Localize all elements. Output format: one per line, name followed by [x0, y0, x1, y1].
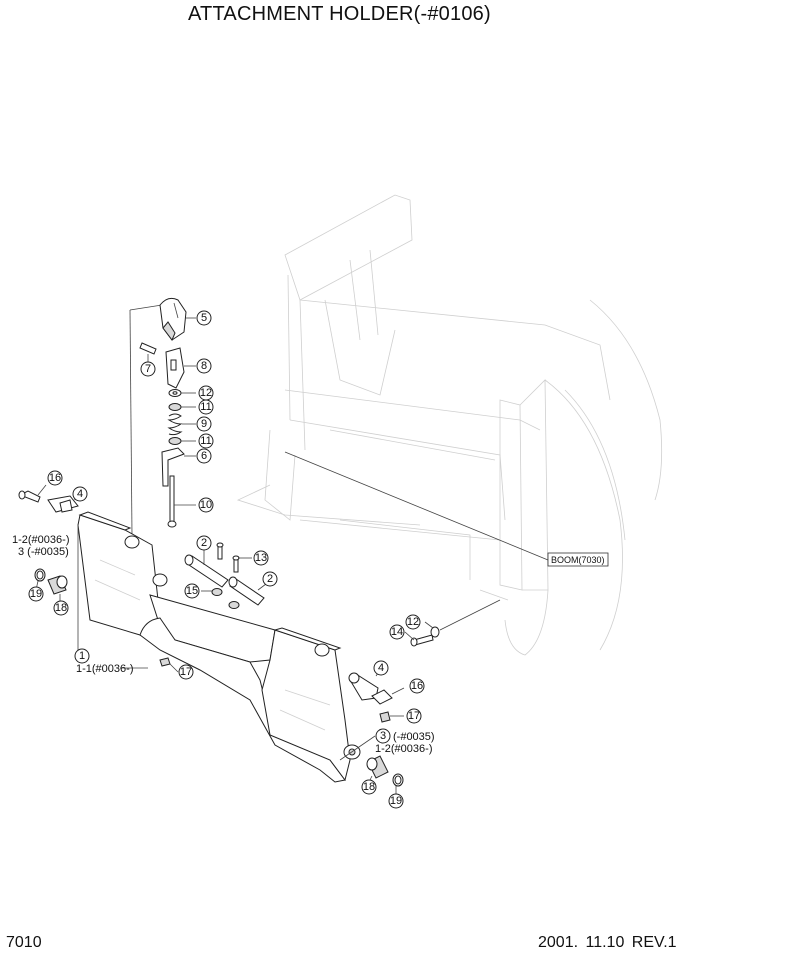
svg-text:19: 19 — [30, 588, 42, 600]
callout-16-left: 16 — [47, 470, 63, 486]
part-2-pin-lower — [228, 576, 267, 606]
svg-text:15: 15 — [186, 585, 198, 597]
callout-18-right: 18 — [361, 779, 377, 795]
part-5-latch-head — [159, 297, 196, 341]
svg-text:8: 8 — [201, 360, 207, 372]
part-13-bolts — [216, 542, 252, 573]
part-18-bushing-right — [366, 755, 389, 781]
svg-text:16: 16 — [49, 472, 61, 484]
callout-12-right: 12 — [405, 614, 421, 630]
part-4-pin-left — [47, 494, 79, 513]
svg-text:2: 2 — [267, 573, 273, 585]
part-12-washer-right — [424, 621, 440, 638]
svg-text:4: 4 — [77, 488, 83, 500]
callout-11-bottom: 11 — [198, 433, 214, 449]
boom-frame-ghost — [236, 194, 663, 656]
svg-text:11: 11 — [200, 435, 211, 447]
svg-text:2: 2 — [201, 537, 207, 549]
callout-7: 7 — [140, 361, 156, 377]
svg-text:16: 16 — [411, 680, 423, 692]
part-6-handle — [161, 447, 196, 487]
svg-text:17: 17 — [180, 666, 192, 678]
part-18-bushing-left — [47, 575, 68, 603]
callout-9: 9 — [196, 416, 212, 432]
label-1-2-left: 1-2(#0036-) — [12, 534, 69, 546]
callout-14: 14 — [389, 624, 405, 640]
part-11-washer-top — [168, 403, 196, 411]
part-16-bolt-left — [18, 484, 47, 503]
callout-2-upper: 2 — [196, 535, 212, 551]
callout-5: 5 — [196, 310, 212, 326]
svg-text:9: 9 — [201, 418, 207, 430]
part-16-bolt-right — [371, 687, 405, 705]
callout-19-left: 19 — [28, 586, 44, 602]
svg-text:BOOM(7030): BOOM(7030) — [551, 555, 605, 565]
svg-text:1: 1 — [79, 650, 85, 662]
svg-text:11: 11 — [200, 401, 211, 413]
part-8-latch-body — [165, 347, 196, 389]
svg-text:18: 18 — [55, 602, 67, 614]
svg-text:3: 3 — [380, 730, 386, 742]
lead-3-right — [339, 735, 376, 761]
page-number: 7010 — [6, 934, 42, 951]
svg-text:12: 12 — [407, 616, 419, 628]
callout-19-right: 19 — [388, 793, 404, 809]
part-15-nuts — [201, 588, 240, 609]
callout-3-right: 3 — [375, 728, 391, 744]
label-3-left: 3 (-#0035) — [18, 546, 69, 558]
svg-text:12: 12 — [200, 387, 212, 399]
callout-15: 15 — [184, 583, 200, 599]
callout-2-lower: 2 — [262, 571, 278, 587]
boom-leader-line — [284, 451, 549, 561]
label-1-1: 1-1(#0036-) — [76, 663, 133, 675]
part-12-washer-top — [168, 389, 196, 397]
svg-text:4: 4 — [378, 662, 384, 674]
callout-1: 1 — [74, 648, 90, 664]
svg-text:10: 10 — [200, 499, 212, 511]
callout-8: 8 — [196, 358, 212, 374]
callout-6: 6 — [196, 448, 212, 464]
part-19-oring-left — [34, 568, 46, 591]
part-14-bolt-right — [404, 631, 434, 647]
callout-17-right: 17 — [406, 708, 422, 724]
callout-17-left: 17 — [178, 664, 194, 680]
callout-11-top: 11 — [198, 399, 214, 415]
part-7-pin — [139, 342, 157, 362]
callout-12-top: 12 — [198, 385, 214, 401]
boom-leader-line-2 — [439, 599, 501, 631]
callout-13: 13 — [253, 550, 269, 566]
svg-text:13: 13 — [255, 552, 267, 564]
axis-tick — [129, 304, 163, 311]
part-17-nipple-right — [379, 711, 404, 723]
svg-text:18: 18 — [363, 781, 375, 793]
callout-4-right: 4 — [373, 660, 389, 676]
svg-text:19: 19 — [390, 795, 402, 807]
attachment-holder-frame — [77, 511, 361, 783]
svg-text:14: 14 — [391, 626, 403, 638]
center-axis-line — [129, 309, 133, 536]
part-10-rod — [167, 475, 196, 528]
page-title: ATTACHMENT HOLDER(-#0106) — [188, 3, 491, 25]
boom-reference-box: BOOM(7030) — [547, 552, 609, 567]
part-17-nipple-left — [159, 657, 179, 673]
svg-text:7: 7 — [145, 363, 151, 375]
callout-10: 10 — [198, 497, 214, 513]
svg-text:6: 6 — [201, 450, 207, 462]
svg-text:5: 5 — [201, 312, 207, 324]
part-2-pin-upper — [184, 550, 229, 588]
part-9-spring — [167, 413, 196, 436]
label-1-2-right: 1-2(#0036-) — [375, 743, 432, 755]
date-revision: 2001. 11.10 REV.1 — [538, 934, 677, 951]
callout-4-left: 4 — [72, 486, 88, 502]
part-19-oring-right — [392, 773, 404, 794]
svg-text:17: 17 — [408, 710, 420, 722]
part-11-washer-bottom — [168, 437, 196, 445]
callout-16-right: 16 — [409, 678, 425, 694]
callout-18-left: 18 — [53, 600, 69, 616]
label-3-right: (-#0035) — [393, 731, 435, 743]
